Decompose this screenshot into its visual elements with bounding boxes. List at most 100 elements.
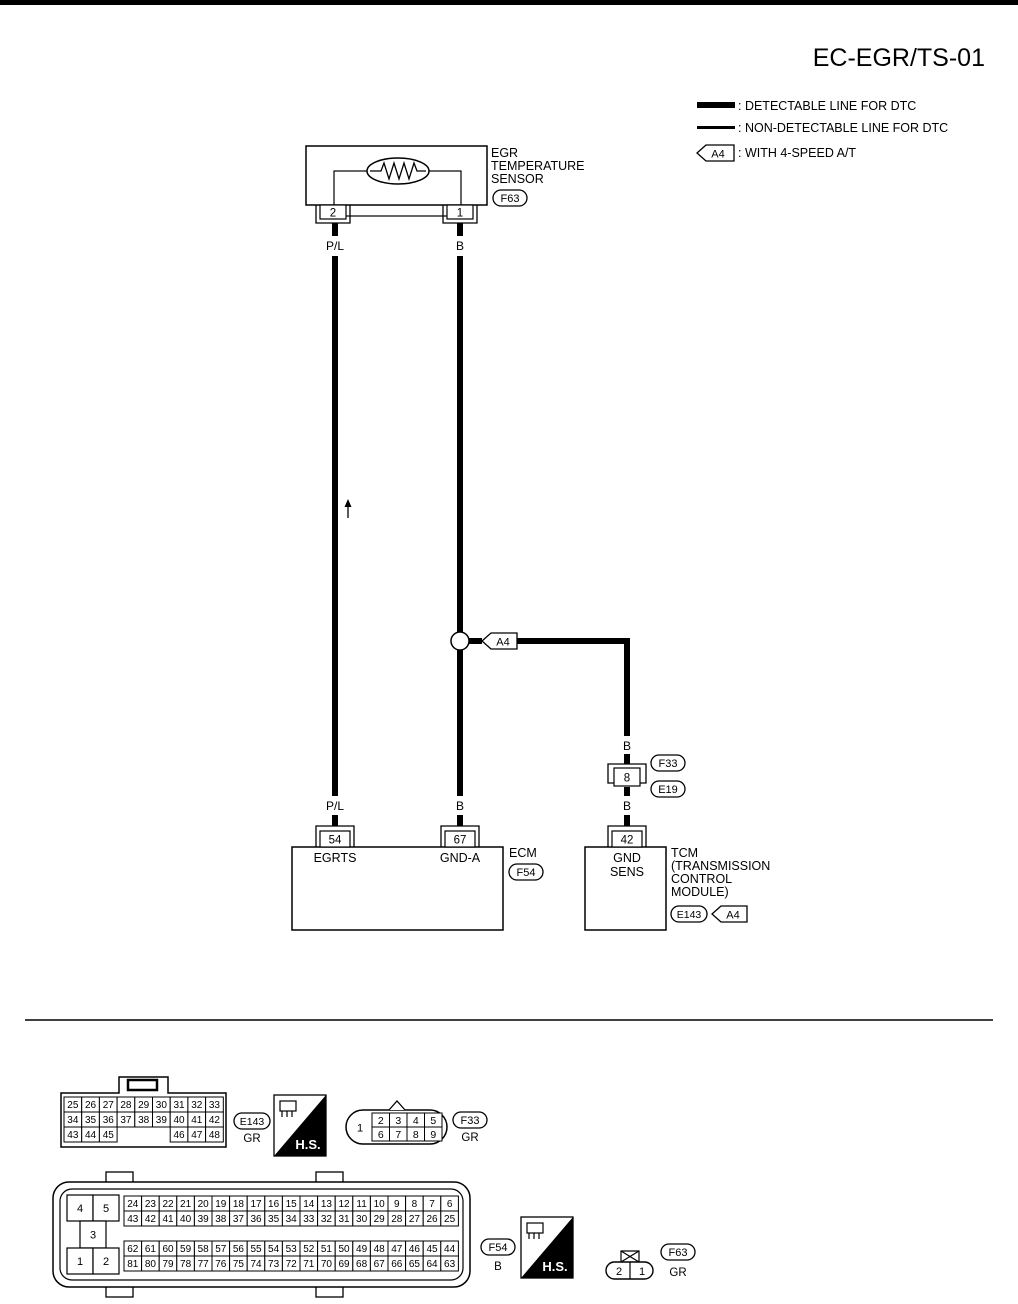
- tcm-connector-tag: [670, 905, 708, 923]
- f54-pin: 42: [145, 1214, 157, 1225]
- f54-id: F54: [489, 1242, 508, 1254]
- e143-pin: 26: [85, 1100, 97, 1111]
- f54-pin: 12: [338, 1199, 350, 1210]
- f63-id-tag: [660, 1243, 696, 1261]
- f54-pin: 40: [180, 1214, 192, 1225]
- f54-pin: 37: [233, 1214, 245, 1225]
- f54-pin: 48: [374, 1244, 386, 1255]
- e143-pin: 36: [103, 1115, 115, 1126]
- sensor-pin-2-box: [319, 204, 347, 220]
- top-border: [0, 0, 1018, 5]
- e143-color: GR: [243, 1133, 260, 1145]
- f33-pin: 5: [430, 1115, 436, 1127]
- e143-pin: 48: [209, 1130, 221, 1141]
- f33-pin: 8: [413, 1129, 419, 1141]
- f54-pin: 34: [286, 1214, 298, 1225]
- f54-pin: 71: [303, 1259, 315, 1270]
- tcm-pin-42: 42: [621, 835, 634, 847]
- e143-pin: 35: [85, 1115, 97, 1126]
- f54-pin: 14: [303, 1199, 315, 1210]
- legend-nondetectable-text: : NON-DETECTABLE LINE FOR DTC: [738, 121, 948, 135]
- f54-pin: 38: [215, 1214, 227, 1225]
- wire-color-tcm-lower: B: [623, 799, 631, 813]
- f54-color: B: [494, 1261, 502, 1273]
- page-id: EC-EGR/TS-01: [813, 44, 985, 72]
- f54-id-tag: [480, 1238, 516, 1256]
- e143-pin-cell: [205, 1126, 224, 1143]
- e143-pin: 43: [67, 1130, 79, 1141]
- f33-pin: 2: [378, 1115, 384, 1127]
- e143-pin: 45: [103, 1130, 115, 1141]
- f54-left-pin-block: 4 5 3 1 2: [66, 1194, 120, 1275]
- f54-pin: 45: [426, 1244, 438, 1255]
- tcm-label-gnd: GND: [613, 851, 641, 865]
- wire-color-b-bottom: B: [456, 799, 464, 813]
- f54-pin: 19: [215, 1199, 227, 1210]
- f54-pin: 41: [162, 1214, 174, 1225]
- joint-conn-upper-label: F33: [659, 758, 678, 770]
- e143-pin: 28: [120, 1100, 132, 1111]
- ecm-box: [291, 846, 504, 931]
- sensor-name-line1: EGR: [491, 146, 518, 160]
- f33-pin: 4: [413, 1115, 419, 1127]
- e143-pin: 31: [173, 1100, 185, 1111]
- f54-pin: 39: [198, 1214, 210, 1225]
- f54-pin: 50: [338, 1244, 350, 1255]
- f54-pin: 46: [409, 1244, 421, 1255]
- sensor-pin-2: 2: [330, 208, 336, 220]
- f54-pin: 22: [162, 1199, 174, 1210]
- f54-left-pin: 2: [103, 1256, 109, 1268]
- tcm-variant-tag-label: A4: [726, 910, 739, 922]
- e143-pin: 47: [191, 1130, 203, 1141]
- tcm-box: [584, 846, 667, 931]
- tcm-name-line4: MODULE): [671, 885, 729, 899]
- legend-detectable-swatch: [697, 102, 735, 108]
- joint-pin-box: [613, 767, 641, 787]
- f54-pin: 6: [447, 1199, 453, 1210]
- f63-color: GR: [669, 1267, 686, 1279]
- f54-pin: 33: [303, 1214, 315, 1225]
- ecm-pin-67-bracket: [440, 825, 480, 847]
- f54-pin: 60: [162, 1244, 174, 1255]
- e143-pin: 27: [103, 1100, 115, 1111]
- e143-pin: 29: [138, 1100, 150, 1111]
- f54-pin: 74: [250, 1259, 262, 1270]
- f54-pin: 49: [356, 1244, 368, 1255]
- f54-inner-outline: [59, 1188, 464, 1281]
- f54-pin: 16: [268, 1199, 280, 1210]
- e143-pin: 38: [138, 1115, 150, 1126]
- ecm-label-gnd-a: GND-A: [440, 851, 481, 865]
- f54-pin: 59: [180, 1244, 192, 1255]
- f33-pin: 6: [378, 1129, 384, 1141]
- f54-pin: 79: [162, 1259, 174, 1270]
- f54-pin: 63: [444, 1259, 456, 1270]
- legend-nondetectable-swatch: [697, 126, 735, 129]
- f54-left-pin: 1: [77, 1256, 83, 1268]
- f54-pin: 69: [338, 1259, 350, 1270]
- sensor-pin-1: 1: [457, 208, 463, 220]
- tcm-variant-tag: [711, 905, 748, 923]
- tcm-label-sens: SENS: [610, 865, 644, 879]
- e143-id-tag: [233, 1112, 271, 1130]
- legend-variant-tag-label: A4: [711, 149, 724, 161]
- f54-pin: 81: [127, 1259, 139, 1270]
- legend-variant-tag: [696, 144, 735, 162]
- f54-left-pin: 3: [90, 1230, 96, 1242]
- f33-id: F33: [461, 1115, 480, 1127]
- tcm: 42 GND SENS TCM (TRANSMISSION CONTROL MO…: [584, 825, 770, 931]
- wire-tcm-branch: [517, 638, 630, 736]
- f54-pin: 32: [321, 1214, 333, 1225]
- f33-color: GR: [461, 1132, 478, 1144]
- f54-pin: 62: [127, 1244, 139, 1255]
- f54-pin: 51: [321, 1244, 333, 1255]
- f33-pin: 9: [430, 1129, 436, 1141]
- f54-pin: 75: [233, 1259, 245, 1270]
- e143-pin: 39: [156, 1115, 168, 1126]
- tcm-name-line2: (TRANSMISSION: [671, 859, 770, 873]
- f54-pin: 8: [412, 1199, 418, 1210]
- e143-pin-cell: [98, 1126, 118, 1143]
- f54-pin: 56: [233, 1244, 245, 1255]
